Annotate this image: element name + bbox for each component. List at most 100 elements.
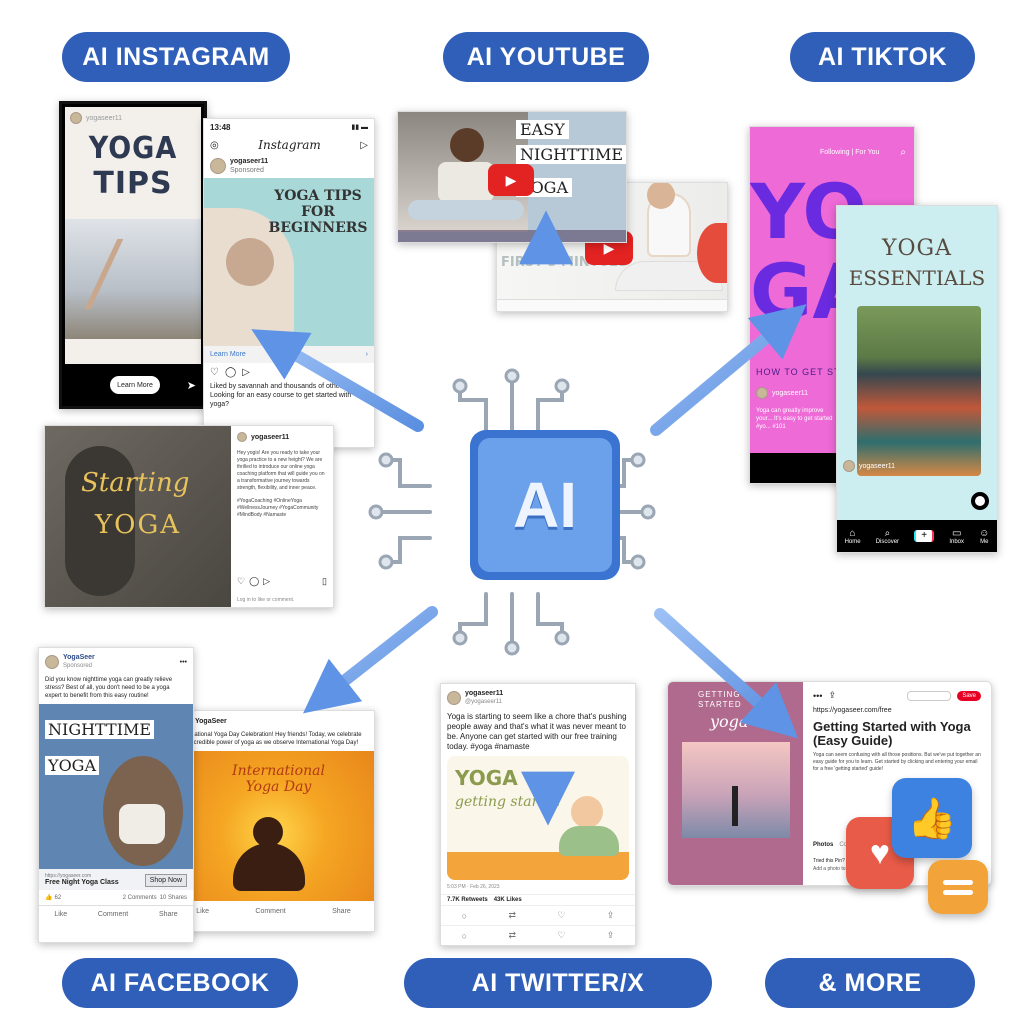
retweet-icon[interactable]: ⇄ [508,910,516,920]
post-username[interactable]: yogaseer11 [230,158,269,165]
tried-pin: Tried this Pin? [813,858,845,864]
avatar [756,387,768,399]
likes-count[interactable]: 43K Likes [493,897,522,903]
like-icon[interactable]: ♡ [237,576,246,586]
fb2-page-name[interactable]: YogaSeer [195,717,227,725]
camera-icon[interactable]: ◎ [210,139,219,151]
tweet-text: Yoga is starting to seem like a chore th… [447,712,627,751]
pin-left-1: GETTING [698,690,741,699]
label-ai-tiktok: AI TIKTOK [790,32,975,82]
post2-text: Hey yogis! Are you ready to take your yo… [237,450,325,491]
avatar [210,158,226,174]
record-icon[interactable] [971,492,989,510]
fb-banner-1: NIGHTTIME [45,720,155,739]
save-button[interactable]: Save [957,690,981,701]
nav-discover[interactable]: ⌕Discover [876,528,899,545]
story-username: yogaseer11 [86,114,123,122]
thumbs-up-bubble-icon: 👍 [892,778,972,858]
avatar [447,691,461,705]
shares-count[interactable]: 10 Shares [159,894,187,901]
video-progress-bar[interactable] [398,230,626,242]
comment-icon[interactable]: ◯ [224,367,237,378]
inbox-icon: ▭ [951,527,962,539]
fb-like-button[interactable]: Like [54,911,68,918]
reactions-icon: 👍 [45,895,53,901]
essentials-title-1: YOGA [881,236,953,261]
share-icon[interactable]: ⇪ [606,930,615,940]
instagram-story-card: yogaseer11 YOGA TIPS Learn More ➤ [59,101,207,409]
avatar [237,432,247,442]
board-select[interactable] [907,690,952,701]
like-icon[interactable]: ♡ [557,910,566,920]
youtube-video-1-card: EASY NIGHTTIME YOGA ▶ [397,111,627,243]
comments-count[interactable]: 2 Comments [122,894,157,901]
upload-icon[interactable]: ⇪ [828,690,836,700]
retweet-count[interactable]: 7.7K Retweets [447,897,488,903]
tiktok-video-2-card: YOGA ESSENTIALS yogaseer11 ⌂Home ⌕Discov… [836,205,998,553]
label-ai-facebook: AI FACEBOOK [62,958,298,1008]
nav-me[interactable]: ☺Me [979,528,989,545]
fb-comment-button[interactable]: Comment [97,911,129,918]
reactions-count[interactable]: 62 [54,894,62,901]
share-icon[interactable]: ⇪ [606,910,615,920]
video-progress-bar[interactable] [497,299,727,311]
fb-page-name[interactable]: YogaSeer [63,654,95,661]
arrow-to-facebook [303,606,438,714]
login-prompt[interactable]: Log in to like or comment. [237,597,295,603]
direct-icon[interactable]: ▷ [360,139,368,151]
post2-username[interactable]: yogaseer11 [251,433,290,441]
story-learn-more-button[interactable]: Learn More [110,376,160,394]
tab-photos[interactable]: Photos [813,842,834,848]
fb2-text: International Yoga Day Celebration! Hey … [179,732,362,746]
fb2-like-button[interactable]: Like [196,908,210,915]
create-button[interactable]: + [914,530,935,542]
fb2-comment-button[interactable]: Comment [255,908,286,915]
yoga-mats-image [857,306,981,476]
yoga-photo [65,219,201,339]
more-icon[interactable]: ••• [179,658,187,666]
like-icon[interactable]: ♡ [210,367,219,378]
tweet-card-title-1: YOGA [455,766,518,790]
label-more: & MORE [765,958,975,1008]
fb-share-button[interactable]: Share [158,911,178,918]
avatar [843,460,855,472]
bookmark-icon[interactable]: ▯ [322,576,327,586]
tiktok-tabs[interactable]: Following | For You [820,149,880,156]
share-icon[interactable]: ▷ [263,576,271,586]
post2-tags: #YogaCoaching #OnlineYoga #WellnessJourn… [237,498,319,518]
tiktok-username-2[interactable]: yogaseer11 [859,462,896,470]
reply-icon[interactable]: ○ [461,910,468,921]
comment-icon[interactable]: ◯ [249,576,260,586]
fb-url: https://yogaseer.com [45,873,92,879]
cta-learn-more[interactable]: Learn More [210,351,246,358]
essentials-title-2: ESSENTIALS [848,266,986,290]
retweet-icon[interactable]: ⇄ [508,930,516,940]
chat-bubble-icon [928,860,988,914]
title-line-1: EASY [516,120,569,139]
tweet-user[interactable]: yogaseer11 [465,690,504,697]
tiktok-nav: ⌂Home ⌕Discover + ▭Inbox ☺Me [837,520,997,552]
fb-text: Did you know nighttime yoga can greatly … [45,677,173,699]
more-icon[interactable]: ••• [813,690,823,701]
yoga-title: YOGA [95,510,182,540]
starting-yoga-image: Starting YOGA [45,426,231,607]
avatar [70,112,82,124]
caption-text: Looking for an easy course to get starte… [210,392,352,408]
play-button[interactable]: ▶ [488,164,534,196]
app-title: Instagram [258,138,321,152]
fb-shop-now-button[interactable]: Shop Now [144,874,187,887]
fb2-share-button[interactable]: Share [332,908,351,915]
tiktok-user-label[interactable]: yogaseer11 [772,389,809,397]
reply-icon[interactable]: ○ [461,930,468,941]
tweet-handle[interactable]: @yogaseer11 [465,699,503,705]
nav-home[interactable]: ⌂Home [845,528,861,545]
search-icon[interactable]: ⌕ [900,147,906,158]
fb-sponsored: Sponsored [63,663,93,669]
sponsored-label: Sponsored [230,167,264,174]
send-icon[interactable]: ➤ [186,380,196,392]
pin-url[interactable]: https://yogaseer.com/free [813,707,892,714]
nav-inbox[interactable]: ▭Inbox [949,528,964,545]
like-icon[interactable]: ♡ [557,930,566,940]
pin-image: GETTING STARTED yoga [668,682,803,885]
share-icon[interactable]: ▷ [242,367,250,378]
